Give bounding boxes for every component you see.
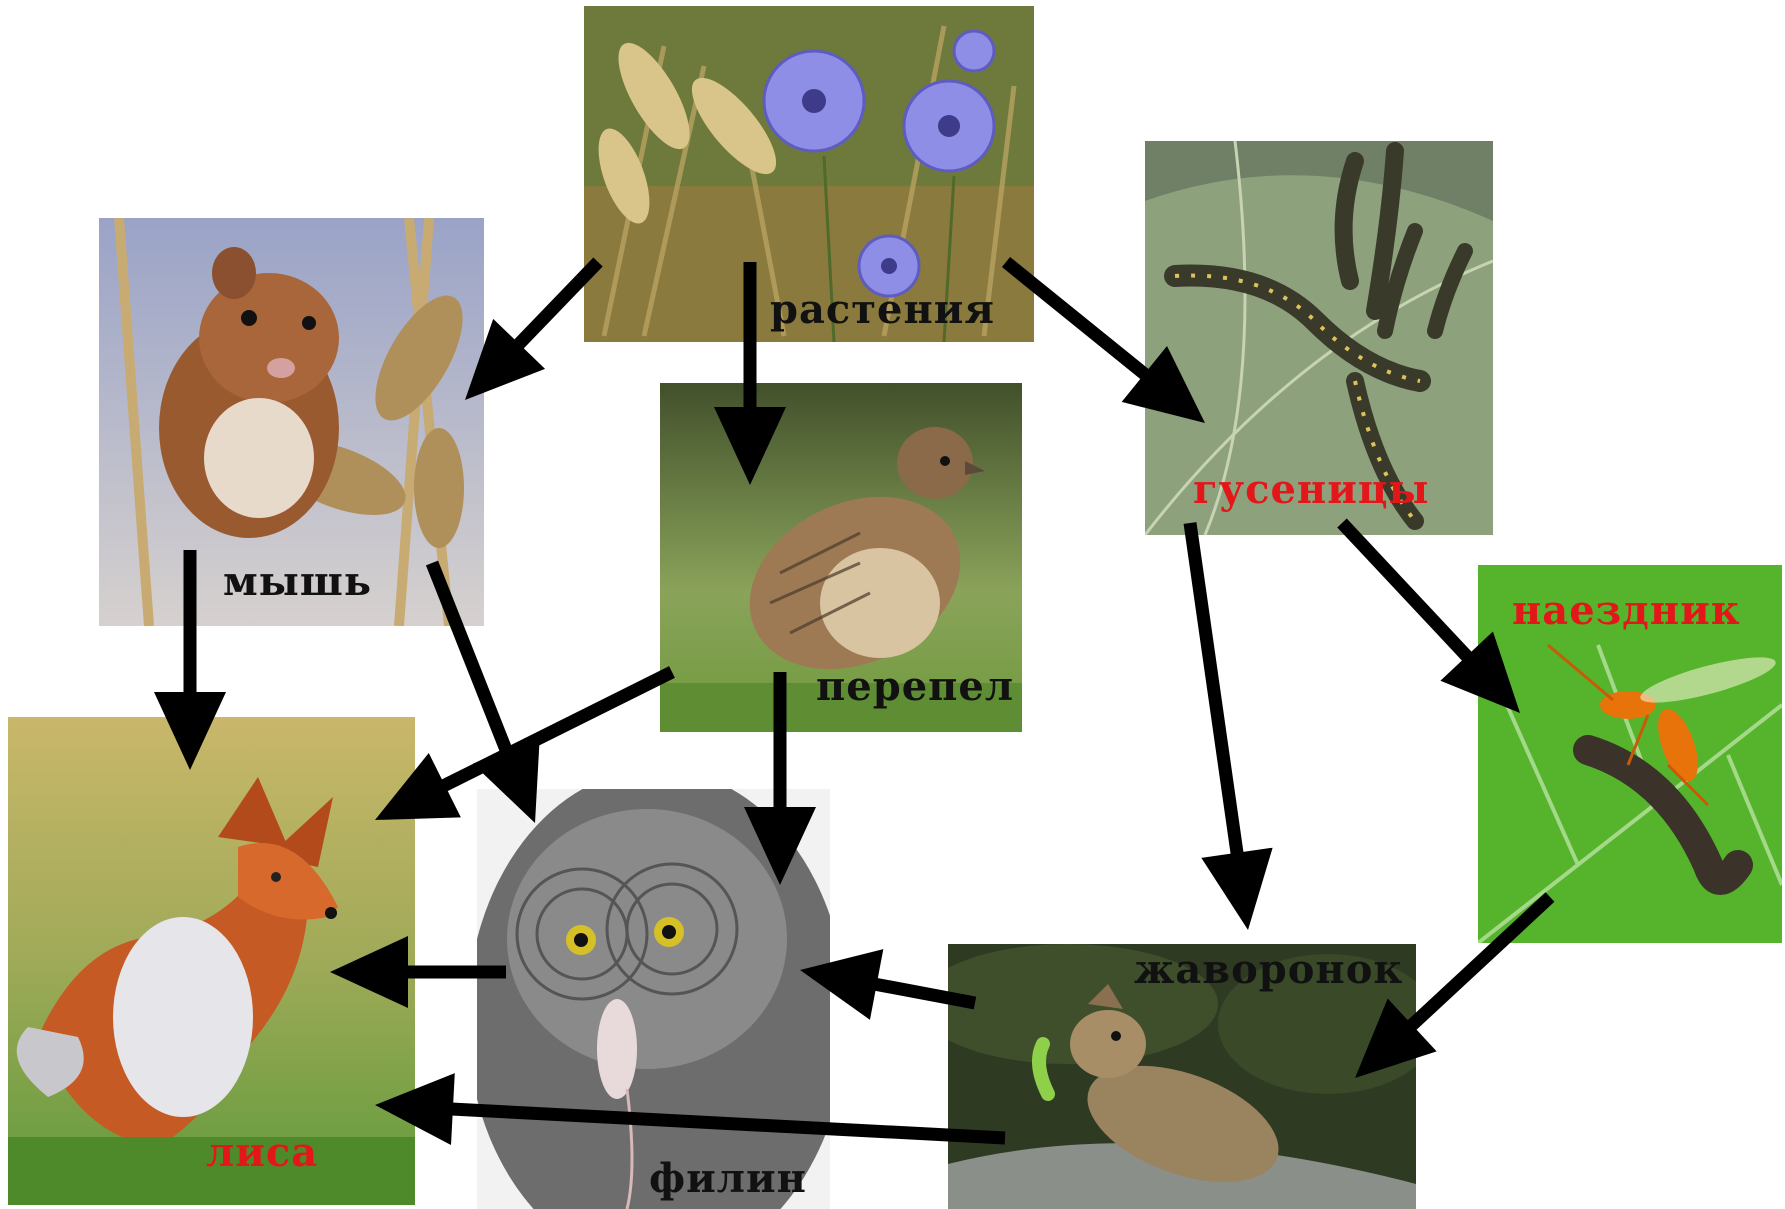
- caterpillars-photo: гусеницы: [1145, 141, 1493, 535]
- arrow-plants-to-mouse: [465, 262, 598, 400]
- wasp-label: наездник: [1512, 587, 1741, 634]
- mouse-photo: мышь: [99, 218, 484, 626]
- caterpillars-label: гусеницы: [1193, 466, 1430, 513]
- quail-photo: перепел: [660, 383, 1022, 732]
- lark-label: жаворонок: [1134, 946, 1403, 993]
- mouse-label: мышь: [223, 558, 372, 605]
- fox-photo: лиса: [8, 717, 415, 1205]
- owl-label: филин: [649, 1155, 807, 1202]
- plants-photo: растения: [584, 6, 1034, 342]
- arrow-head: [1201, 848, 1272, 930]
- arrow-shaft: [1190, 523, 1238, 857]
- arrow-caterpillars-to-lark: [1190, 523, 1273, 930]
- lark-photo: жаворонок: [948, 944, 1416, 1209]
- wasp-photo: наездник: [1478, 565, 1782, 943]
- plants-label: растения: [770, 286, 995, 333]
- owl-photo: филин: [477, 789, 830, 1209]
- fox-label: лиса: [206, 1129, 318, 1176]
- quail-label: перепел: [816, 663, 1014, 710]
- arrow-shaft: [441, 672, 672, 787]
- arrow-shaft: [1342, 523, 1469, 659]
